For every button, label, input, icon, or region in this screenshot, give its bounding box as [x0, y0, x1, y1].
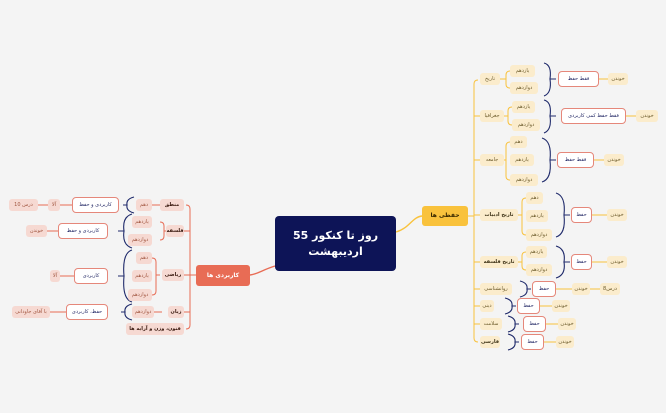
action-read[interactable]: خوندن — [607, 209, 627, 221]
action-ala[interactable]: آلا — [48, 199, 60, 211]
task-memorize-applied[interactable]: حفظ، کاربردی — [66, 304, 108, 320]
grade-12[interactable]: دوازدهم — [526, 264, 552, 276]
action-read[interactable]: خوندن — [607, 256, 627, 268]
grade-10[interactable]: دهم — [136, 199, 152, 211]
task-applied-and-memorize[interactable]: کاربردی و حفظ — [58, 223, 108, 239]
task-applied[interactable]: کاربردی — [74, 268, 108, 284]
task-memorize[interactable]: حفظ — [571, 207, 592, 223]
action-read[interactable]: خوندن — [558, 318, 576, 330]
grade-10[interactable]: دهم — [526, 192, 543, 204]
action-read[interactable]: خوندن — [26, 225, 47, 237]
grade-12[interactable]: دوازدهم — [128, 234, 152, 246]
grade-11[interactable]: یازدهم — [512, 101, 535, 113]
subject-health[interactable]: سلامت — [480, 318, 502, 330]
grade-11[interactable]: یازدهم — [526, 246, 547, 258]
subject-philosophy[interactable]: فلسفه — [166, 225, 184, 237]
action-read[interactable]: خوندن — [608, 73, 628, 85]
task-memorize-some-applied[interactable]: فقط حفظ کمی کاربردی — [561, 108, 626, 124]
task-memorize[interactable]: حفظ — [517, 298, 540, 314]
grade-11[interactable]: یازدهم — [132, 270, 152, 282]
grade-11[interactable]: یازدهم — [132, 216, 152, 228]
branch-memorization[interactable]: حفظی ها — [422, 206, 468, 226]
action-ala[interactable]: آلا — [50, 270, 60, 282]
lesson-10[interactable]: درس 10 — [9, 199, 38, 211]
grade-11[interactable]: یازدهم — [510, 65, 535, 77]
subject-logic[interactable]: منطق — [160, 199, 184, 211]
branch-applied[interactable]: کاربردی ها — [196, 265, 250, 286]
action-read[interactable]: خوندن — [636, 110, 658, 122]
action-read[interactable]: خوندن — [604, 154, 624, 166]
root-title-line2: اردیبهشت — [308, 244, 363, 258]
action-read[interactable]: خوندن — [552, 300, 570, 312]
action-read[interactable]: خوندن — [572, 283, 590, 295]
subject-religion[interactable]: دینی — [480, 300, 494, 312]
subject-geography[interactable]: جغرافیا — [480, 110, 504, 122]
subject-sociology[interactable]: جامعه — [480, 154, 504, 166]
grade-12[interactable]: دوازدهم — [128, 289, 152, 301]
task-memorize[interactable]: حفظ — [532, 281, 556, 297]
task-memorize[interactable]: حفظ — [521, 334, 544, 350]
grade-12[interactable]: دوازدهم — [132, 306, 154, 318]
action-read[interactable]: خوندن — [556, 336, 574, 348]
subject-math[interactable]: ریاضی — [162, 269, 184, 281]
task-memorize[interactable]: حفظ — [571, 254, 592, 270]
subject-history[interactable]: تاریخ — [480, 73, 500, 85]
subject-philosophy-history[interactable]: تاریخ فلسفه — [480, 256, 518, 268]
task-applied-and-memorize[interactable]: کاربردی و حفظ — [72, 197, 119, 213]
task-memorize-only[interactable]: فقط حفظ — [558, 71, 599, 87]
grade-10[interactable]: دهم — [136, 252, 152, 264]
grade-10[interactable]: دهم — [510, 136, 527, 148]
task-memorize-only[interactable]: فقط حفظ — [557, 152, 594, 168]
grade-12[interactable]: دوازدهم — [526, 229, 552, 241]
task-memorize[interactable]: حفظ — [523, 316, 546, 332]
grade-11[interactable]: یازدهم — [510, 154, 534, 166]
subject-rhetoric-meter[interactable]: فنون، وزن و آرایه ها — [126, 323, 184, 335]
lesson-8[interactable]: درس8 — [600, 283, 620, 295]
subject-persian[interactable]: فارسی — [480, 336, 500, 348]
root-title-line1: روز تا کنکور 55 — [292, 228, 379, 242]
root-topic[interactable]: روز تا کنکور 55 اردیبهشت — [275, 216, 396, 271]
grade-12[interactable]: دوازدهم — [510, 174, 538, 186]
grade-11[interactable]: یازدهم — [526, 210, 548, 222]
grade-12[interactable]: دوازدهم — [512, 119, 540, 131]
subject-english[interactable]: زبان — [168, 306, 184, 318]
action-mr-javdani[interactable]: با آقای جاودانی — [12, 306, 50, 318]
subject-psychology[interactable]: روانشناسی — [480, 283, 512, 295]
subject-literature-history[interactable]: تاریخ ادبیات — [480, 209, 518, 221]
grade-12[interactable]: دوازدهم — [510, 82, 538, 94]
